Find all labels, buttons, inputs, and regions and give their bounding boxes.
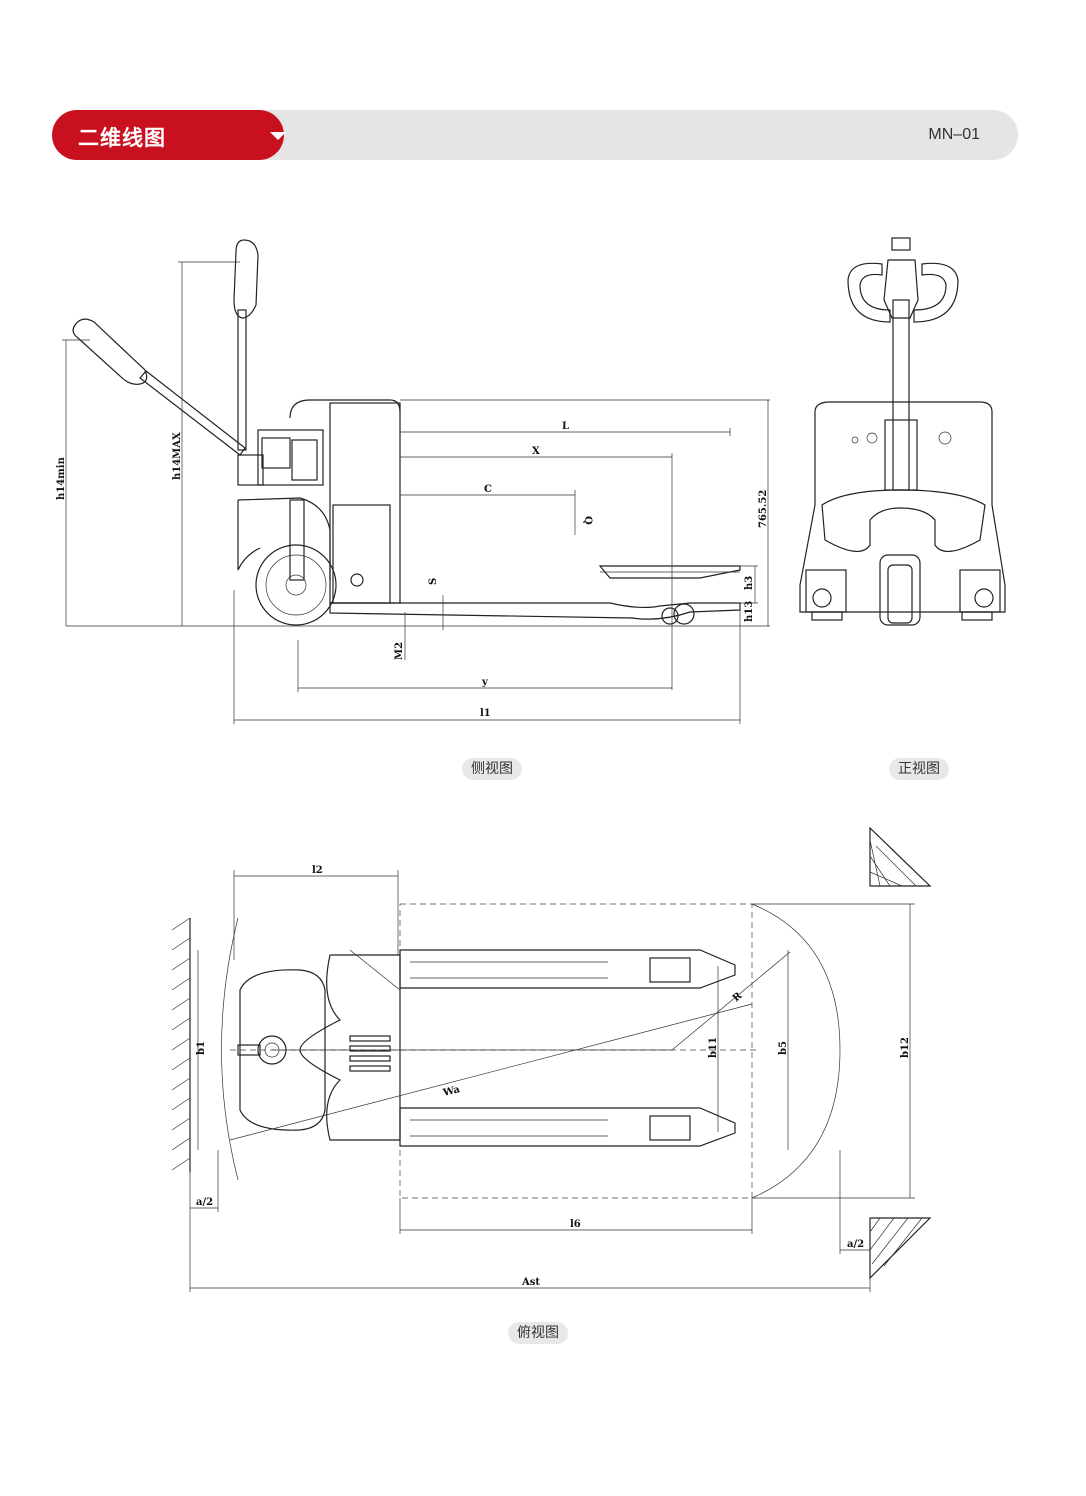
dim-h14max: h14MAX	[172, 432, 183, 480]
dim-b1: b1	[196, 1041, 207, 1055]
dim-L: L	[562, 421, 569, 432]
dim-h3: h3	[744, 576, 755, 590]
model-number: MN–01	[928, 126, 980, 143]
dim-l1: l1	[480, 708, 491, 719]
side-view-caption: 侧视图	[462, 758, 522, 780]
front-view-drawing	[799, 237, 1006, 626]
dim-a2-left: a/2	[196, 1197, 213, 1208]
dim-X: X	[532, 446, 540, 457]
dim-b11: b11	[708, 1037, 719, 1058]
dim-m2: M2	[394, 642, 405, 660]
dim-b5: b5	[778, 1041, 789, 1055]
top-view-drawing: l2 b1 b11 b5 b12 R Wa a/2 a/2 l6 Ast	[171, 826, 932, 1292]
dim-R: R	[731, 990, 745, 1004]
dim-l6: l6	[570, 1219, 581, 1230]
dim-Q: Q	[582, 516, 593, 525]
side-view-drawing: L X C Q S h14min h14MAX 765.52 h3 h13 M2…	[56, 239, 770, 724]
dim-h13: h13	[744, 601, 755, 622]
caret-down-icon	[270, 132, 286, 140]
header-accent	[52, 110, 257, 160]
dim-S: S	[428, 578, 439, 585]
dim-b12: b12	[900, 1037, 911, 1058]
dim-C: C	[484, 484, 492, 495]
dim-l2: l2	[312, 865, 323, 876]
section-header: 二维线图 MN–01	[52, 110, 1018, 160]
dim-h14min: h14min	[56, 456, 67, 500]
dim-Ast: Ast	[521, 1277, 540, 1288]
dim-a2-right: a/2	[847, 1239, 864, 1250]
section-title: 二维线图	[78, 126, 166, 150]
dim-height: 765.52	[758, 490, 769, 528]
top-view-caption: 俯视图	[508, 1322, 568, 1344]
dim-Wa: Wa	[441, 1084, 461, 1099]
front-view-caption: 正视图	[889, 758, 949, 780]
dim-y: y	[481, 677, 489, 688]
